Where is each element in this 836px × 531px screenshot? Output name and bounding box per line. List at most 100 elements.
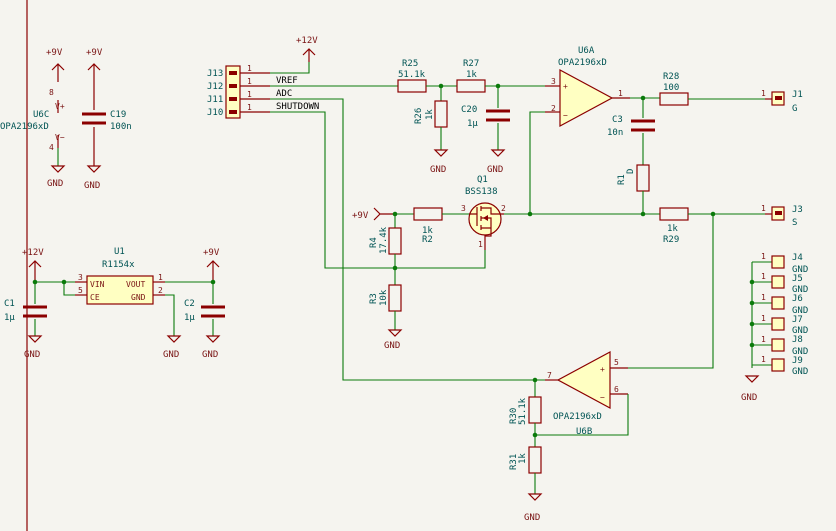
u6c-ref: U6C	[33, 110, 49, 120]
net-vref: VREF	[276, 76, 298, 86]
opamp-u6a[interactable]: U6A OPA2196xD + − 3 2 1	[545, 46, 630, 128]
svg-text:1: 1	[247, 77, 252, 86]
svg-text:J8: J8	[792, 335, 803, 345]
svg-text:GND: GND	[131, 293, 146, 302]
opamp-u6b[interactable]: + − 5 6 7 OPA2196xD U6B	[545, 350, 628, 437]
svg-text:R31: R31	[509, 454, 519, 470]
svg-text:1: 1	[761, 272, 766, 281]
svg-text:1k: 1k	[518, 453, 528, 464]
svg-text:J5: J5	[792, 274, 803, 284]
svg-text:OPA2196xD: OPA2196xD	[558, 58, 607, 68]
svg-text:J9: J9	[792, 356, 803, 366]
svg-text:GND: GND	[430, 165, 446, 175]
svg-text:VOUT: VOUT	[126, 280, 145, 289]
svg-text:51.1k: 51.1k	[518, 397, 528, 425]
svg-text:GND: GND	[84, 181, 100, 191]
svg-text:J10: J10	[207, 108, 223, 118]
svg-text:+: +	[600, 365, 605, 374]
svg-text:1: 1	[761, 89, 766, 98]
svg-text:GND: GND	[792, 367, 808, 377]
svg-text:GND: GND	[792, 326, 808, 336]
c20-ref: C20	[461, 105, 477, 115]
svg-text:−: −	[600, 393, 605, 402]
svg-text:GND: GND	[202, 350, 218, 360]
svg-text:U6B: U6B	[576, 427, 592, 437]
svg-text:+9V: +9V	[203, 248, 220, 258]
p9v-label: +9V	[46, 48, 63, 58]
svg-text:1: 1	[761, 335, 766, 344]
r29-ref: R29	[663, 235, 679, 245]
r29-value: 1k	[667, 224, 678, 234]
svg-text:GND: GND	[741, 393, 757, 403]
connectors-j4-j9[interactable]: 1 1 1 1 1 1 J4 GND J5 GND J6 GND J7 GND …	[741, 252, 808, 403]
c3-value: 10n	[607, 128, 623, 138]
svg-text:+: +	[563, 82, 568, 91]
svg-text:17.4k: 17.4k	[379, 226, 389, 254]
svg-text:VIN: VIN	[90, 280, 105, 289]
svg-text:2: 2	[551, 104, 556, 113]
r27-ref: R27	[463, 59, 479, 69]
mosfet-q1[interactable]: Q1 BSS138 3 2 1	[461, 175, 506, 250]
svg-text:5: 5	[614, 358, 619, 367]
svg-text:1: 1	[247, 103, 252, 112]
svg-text:J7: J7	[792, 315, 803, 325]
svg-text:GND: GND	[487, 165, 503, 175]
svg-text:1: 1	[478, 240, 483, 249]
svg-text:1: 1	[247, 90, 252, 99]
r2-value: 1k	[422, 226, 433, 236]
svg-text:GND: GND	[163, 350, 179, 360]
svg-text:+12V: +12V	[22, 248, 44, 258]
connector-j3[interactable]: 1 J3 S	[761, 204, 803, 228]
svg-text:3: 3	[461, 204, 466, 213]
svg-text:1: 1	[761, 204, 766, 213]
svg-text:V+: V+	[55, 102, 65, 111]
svg-text:+9V: +9V	[86, 48, 103, 58]
svg-text:GND: GND	[792, 265, 808, 275]
svg-text:1: 1	[761, 314, 766, 323]
r25-ref: R25	[402, 59, 418, 69]
net-shutdown: SHUTDOWN	[276, 102, 319, 112]
svg-text:4: 4	[49, 143, 54, 152]
svg-text:2: 2	[501, 204, 506, 213]
svg-text:J12: J12	[207, 82, 223, 92]
c3-ref: C3	[612, 115, 623, 125]
c19-ref: C19	[110, 110, 126, 120]
regulator-u1[interactable]: U1 R1154x VIN CE VOUT GND 3 5 1 2	[75, 247, 165, 305]
svg-text:S: S	[792, 218, 797, 228]
svg-text:6: 6	[614, 385, 619, 394]
svg-text:V−: V−	[55, 133, 65, 142]
svg-text:CE: CE	[90, 293, 100, 302]
svg-text:10k: 10k	[379, 289, 389, 306]
c2-ref: C2	[184, 299, 195, 309]
svg-text:1: 1	[618, 89, 623, 98]
c2-value: 1µ	[184, 313, 195, 323]
svg-text:1: 1	[761, 293, 766, 302]
svg-text:−: −	[563, 111, 568, 120]
svg-text:R3: R3	[369, 293, 379, 304]
svg-text:GND: GND	[24, 350, 40, 360]
connector-j10-j13[interactable]: J13 J12 J11 J10 1 1 1 1 VREF ADC SHUTDOW…	[207, 64, 319, 119]
c20-value: 1µ	[467, 119, 478, 129]
u6c-power-unit[interactable]: +9V 8 U6C OPA2196xD V+ V− 4 GND +9V C19 …	[0, 48, 132, 191]
svg-text:R1: R1	[617, 174, 627, 185]
net-adc: ADC	[276, 89, 292, 99]
r28-ref: R28	[663, 72, 679, 82]
svg-text:1: 1	[761, 252, 766, 261]
r25-value: 51.1k	[398, 70, 426, 80]
svg-text:1: 1	[247, 64, 252, 73]
svg-text:1k: 1k	[425, 109, 435, 120]
svg-text:3: 3	[551, 77, 556, 86]
connector-j1[interactable]: 1 J1 G	[761, 89, 803, 114]
svg-text:Q1: Q1	[477, 175, 488, 185]
svg-text:R1154x: R1154x	[102, 260, 135, 270]
svg-text:G: G	[792, 104, 797, 114]
svg-text:R4: R4	[369, 237, 379, 248]
r27-value: 1k	[466, 70, 477, 80]
u6c-value: OPA2196xD	[0, 122, 49, 132]
svg-text:5: 5	[78, 286, 83, 295]
svg-text:GND: GND	[47, 179, 63, 189]
svg-text:J11: J11	[207, 95, 223, 105]
svg-text:3: 3	[78, 273, 83, 282]
svg-text:GND: GND	[792, 347, 808, 357]
